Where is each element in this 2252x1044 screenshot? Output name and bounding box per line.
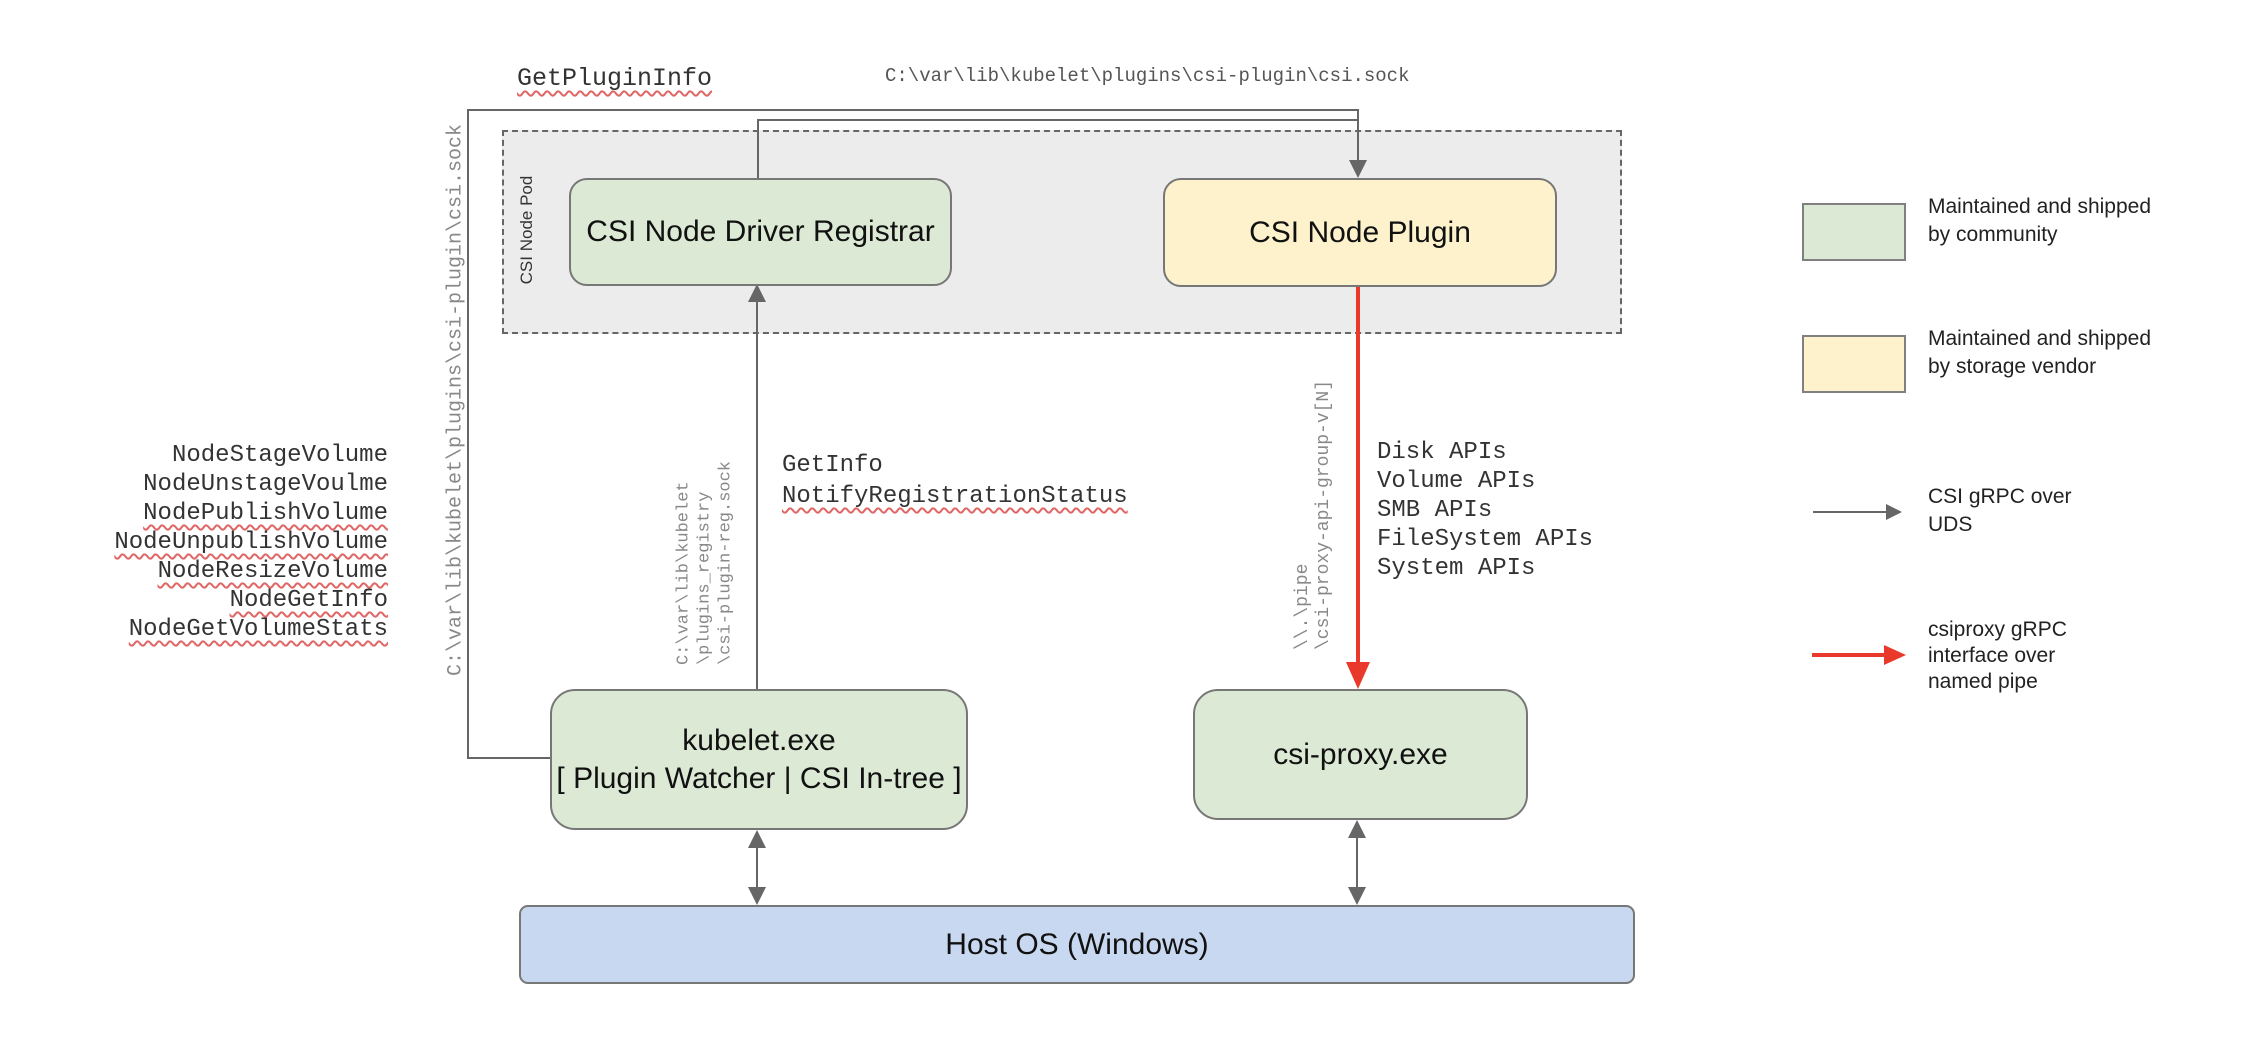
- plugin-edge-descent: [1357, 109, 1359, 165]
- kubelet-node-apis-list: NodeStageVolume NodeUnstageVoulme NodePu…: [114, 441, 388, 644]
- arrowhead-down-icon: [748, 887, 766, 905]
- node-label: Host OS (Windows): [945, 927, 1209, 961]
- node-api-label: NodeGetInfo: [229, 587, 388, 614]
- node-label: CSI Node Plugin: [1249, 215, 1471, 249]
- get-info-label: GetInfo: [782, 452, 883, 479]
- proxy-api-label: SMB APIs: [1377, 497, 1493, 524]
- node-api-label: NodeGetVolumeStats: [128, 616, 388, 643]
- csi-node-driver-registrar-node: CSI Node Driver Registrar: [569, 178, 952, 286]
- legend-namedpipe-label: csiproxy gRPC interface over named pipe: [1928, 618, 2067, 693]
- legend-community-swatch: [1802, 203, 1906, 261]
- node-api-label: NodeResizeVolume: [157, 558, 388, 585]
- proxy-api-label: Disk APIs: [1377, 439, 1507, 466]
- proxy-api-label: System APIs: [1377, 555, 1536, 582]
- csi-node-plugin-node: CSI Node Plugin: [1163, 178, 1557, 287]
- node-label: kubelet.exe: [682, 723, 836, 757]
- legend-vendor-label: Maintained and shipped by storage vendor: [1928, 327, 2152, 378]
- get-plugin-info-label: GetPluginInfo: [517, 64, 713, 93]
- arrowhead-down-icon: [1348, 887, 1366, 905]
- red-arrowhead-down-icon: [1346, 662, 1370, 689]
- node-api-label: NodeUnstageVoulme: [143, 471, 388, 498]
- node-sublabel: [ Plugin Watcher | CSI In-tree ]: [556, 761, 962, 795]
- legend-uds-label: CSI gRPC over UDS: [1928, 485, 2072, 536]
- node-api-label: NodePublishVolume: [143, 500, 388, 527]
- legend-community-label: Maintained and shipped by community: [1928, 195, 2152, 246]
- arrowhead-up-icon: [1348, 820, 1366, 838]
- csi-sock-path-label-top: C:\var\lib\kubelet\plugins\csi-plugin\cs…: [885, 65, 1410, 87]
- arrowhead-down-icon: [1349, 160, 1367, 178]
- node-label: csi-proxy.exe: [1273, 737, 1448, 771]
- proxy-api-label: Volume APIs: [1377, 468, 1536, 495]
- proxy-api-label: FileSystem APIs: [1377, 526, 1594, 553]
- csi-proxy-node: csi-proxy.exe: [1193, 689, 1528, 820]
- registration-calls-label: GetInfo NotifyRegistrationStatus: [782, 450, 1128, 512]
- kubelet-node: kubelet.exe [ Plugin Watcher | CSI In-tr…: [550, 689, 968, 830]
- csi-proxy-apis-list: Disk APIs Volume APIs SMB APIs FileSyste…: [1377, 438, 1593, 583]
- arrowhead-up-icon: [748, 830, 766, 848]
- legend-vendor-swatch: [1802, 335, 1906, 393]
- node-label: CSI Node Driver Registrar: [586, 215, 935, 248]
- notify-registration-status-label: NotifyRegistrationStatus: [782, 483, 1128, 510]
- arrowhead-up-icon: [748, 284, 766, 302]
- host-os-node: Host OS (Windows): [519, 905, 1635, 984]
- node-api-label: NodeUnpublishVolume: [114, 529, 388, 556]
- node-api-label: NodeStageVolume: [171, 442, 388, 469]
